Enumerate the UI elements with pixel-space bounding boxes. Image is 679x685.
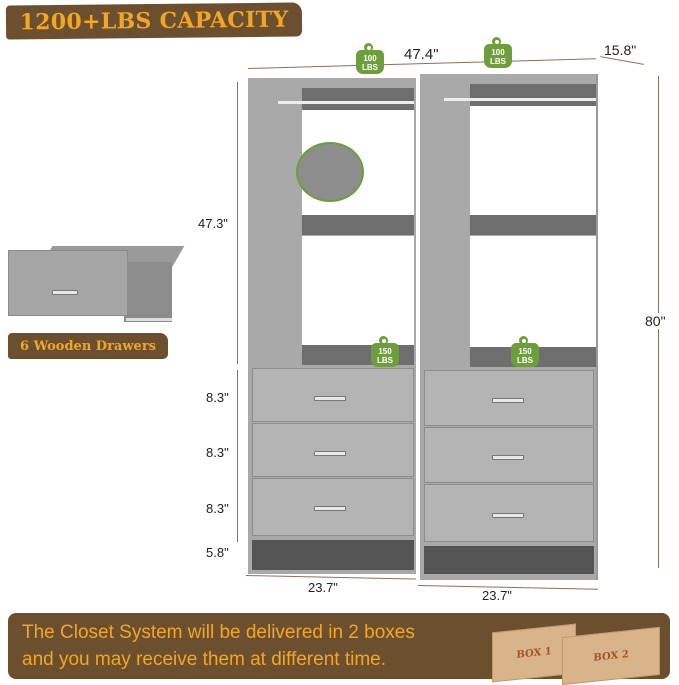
box-2-icon: BOX 2 (562, 626, 660, 685)
capacity-banner: 1200+LBS CAPACITY (5, 2, 303, 40)
unit-width-label-left: 23.7" (308, 580, 338, 595)
depth-label: 15.8" (604, 42, 637, 58)
total-height-label: 80" (645, 313, 666, 329)
upper-height-label: 47.3" (198, 216, 228, 231)
drawer-handle-icon (492, 455, 524, 460)
drawer-illustration (8, 238, 185, 330)
drawer-height-label-2: 8.3" (206, 445, 229, 460)
capacity-text: 1200+LBS CAPACITY (19, 6, 289, 36)
drawer-handle-icon (314, 506, 346, 511)
delivery-notice-line-2: and you may receive them at different ti… (22, 649, 386, 670)
delivery-notice-text: The Closet System will be delivered in 2… (22, 619, 415, 673)
drawer-count-text: 6 Wooden Drawers (20, 338, 156, 354)
drawer-handle-icon (314, 396, 346, 401)
closet-system (248, 70, 598, 580)
total-width-label: 47.4" (404, 46, 439, 63)
drawer-handle-icon (52, 290, 78, 295)
drawer-height-line (237, 370, 238, 542)
hanging-rod-right (444, 98, 596, 101)
drawer-handle-icon (492, 513, 524, 518)
delivery-notice-line-1: The Closet System will be delivered in 2… (22, 622, 415, 643)
drawer-handle-icon (314, 451, 346, 456)
rod-detail-magnifier-icon (296, 142, 364, 202)
base-height-label: 5.8" (206, 545, 229, 560)
upper-height-line (237, 82, 238, 364)
drawer-height-label-3: 8.3" (206, 501, 229, 516)
unit-width-label-right: 23.7" (482, 588, 512, 603)
drawer-handle-icon (492, 398, 524, 403)
drawer-height-label-1: 8.3" (206, 390, 229, 405)
drawer-count-banner: 6 Wooden Drawers (8, 333, 168, 359)
hanging-rod-left (278, 101, 414, 104)
